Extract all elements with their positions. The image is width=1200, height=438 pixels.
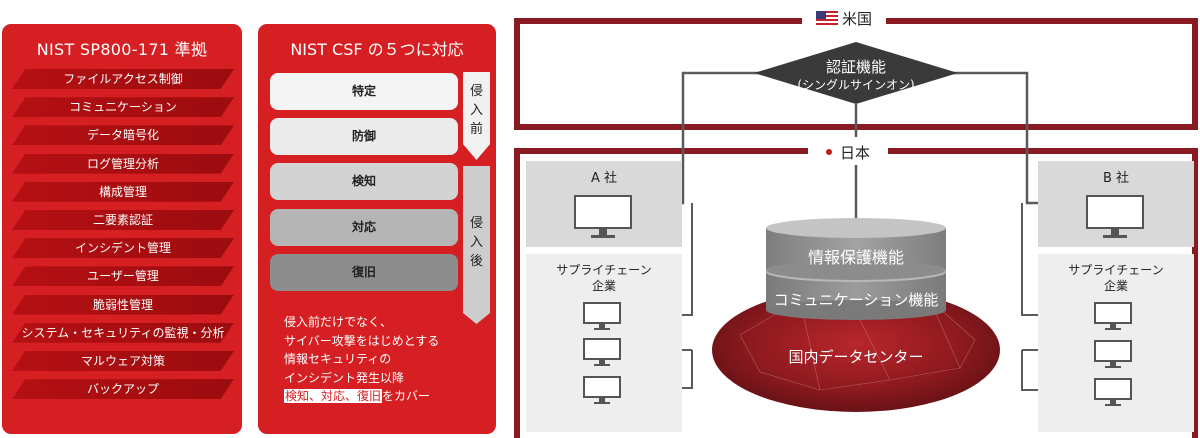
note-line-5: 検知、対応、復旧をカバー (284, 387, 484, 406)
note-line-2: サイバー攻撃をはじめとする (284, 333, 440, 348)
csf-identify: 特定 (270, 73, 458, 110)
csf-detect: 検知 (270, 163, 458, 200)
us-flag-icon (815, 11, 838, 25)
auth-function: 認証機能 (シングルサインオン) (758, 57, 954, 94)
supplier-b-box: サプライチェーン 企業 (1038, 254, 1194, 432)
post-intrusion-arrow (463, 166, 490, 324)
supplier-a-box: サプライチェーン 企業 (526, 254, 682, 432)
nist-panel-title: NIST SP800-171 準拠 (36, 40, 208, 59)
auth-title: 認証機能 (825, 58, 886, 76)
csf-protect: 防御 (270, 118, 458, 155)
supplier-a-label: サプライチェーン 企業 (556, 263, 652, 293)
note-highlight: 検知、対応、復旧 (284, 389, 383, 403)
note-suffix: をカバー (382, 389, 431, 403)
nist-item-backup: バックアップ (12, 379, 234, 400)
note-line-4: インシデント発生以降 (284, 370, 405, 385)
pre-intrusion-arrow (463, 72, 490, 160)
nist-item-user-management: ユーザー管理 (12, 266, 234, 287)
nist-item-config-management: 構成管理 (12, 181, 234, 202)
company-a-box: A 社 (526, 161, 682, 247)
nist-item-incident-management: インシデント管理 (12, 238, 234, 259)
csf-recover: 復旧 (270, 254, 458, 291)
pre-intrusion-label: 侵 入 前 (469, 84, 483, 137)
company-b-name: B 社 (1102, 171, 1130, 186)
auth-subtitle: (シングルサインオン) (797, 78, 915, 92)
supplier-b-label: サプライチェーン 企業 (1068, 263, 1164, 293)
communication-function: コミュニケーション機能 (773, 291, 939, 309)
csf-respond: 対応 (270, 209, 458, 246)
nist-control-list: ファイルアクセス制御 コミュニケーション データ暗号化 ログ管理分析 構成管理 … (12, 69, 234, 407)
nist-item-file-access: ファイルアクセス制御 (12, 69, 234, 89)
nist-csf-panel: NIST CSF の５つに対応 特定 防御 検知 対応 復旧 侵 入 前 侵 入… (258, 24, 496, 434)
japan-label: 日本 (808, 141, 888, 165)
csf-panel-title: NIST CSF の５つに対応 (290, 40, 464, 59)
nist-item-communication: コミュニケーション (12, 97, 234, 118)
csf-coverage-note: 侵入前だけでなく、 サイバー攻撃をはじめとする 情報セキュリティの インシデント… (284, 313, 484, 406)
domestic-datacenter-label: 国内データセンター (788, 348, 924, 366)
info-protection-function: 情報保護機能 (807, 248, 904, 267)
nist-item-security-monitoring: システム・セキュリティの監視・分析 (12, 322, 234, 343)
nist-item-log-analysis: ログ管理分析 (12, 153, 234, 174)
company-b-box: B 社 (1038, 161, 1194, 247)
note-line-1: 侵入前だけでなく、 (284, 315, 393, 329)
nist-item-malware-protection: マルウェア対策 (12, 350, 234, 371)
nist-sp800-171-panel: NIST SP800-171 準拠 ファイルアクセス制御 コミュニケーション デ… (2, 24, 242, 434)
nist-item-vulnerability-management: 脆弱性管理 (12, 294, 234, 315)
company-a-name: A 社 (590, 171, 618, 186)
nist-item-two-factor-auth: 二要素認証 (12, 209, 234, 230)
post-intrusion-label: 侵 入 後 (469, 216, 483, 269)
nist-item-encryption: データ暗号化 (12, 125, 234, 146)
japan-dot-icon (825, 149, 832, 155)
us-label: 米国 (802, 7, 886, 31)
note-line-3: 情報セキュリティの (284, 352, 392, 366)
